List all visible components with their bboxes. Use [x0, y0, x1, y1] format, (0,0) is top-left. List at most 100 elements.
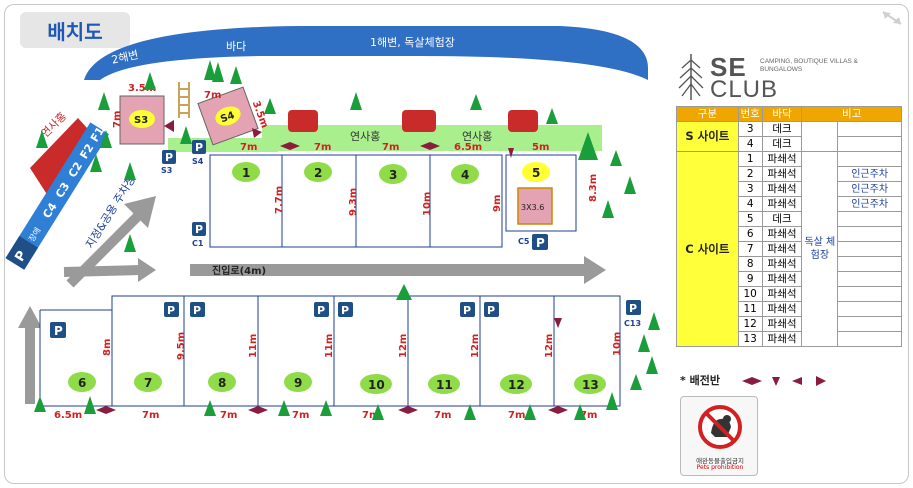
- page-title: 배치도: [20, 12, 130, 48]
- parking-marker-c1: P: [192, 222, 206, 236]
- parking-label-c13: C13: [624, 319, 641, 328]
- flower-patch-2: [402, 110, 436, 132]
- parking-marker-11: P: [460, 302, 475, 317]
- site-13-depth: 10m: [612, 332, 623, 356]
- site-s3-deck: [119, 95, 165, 145]
- site-6-number: 6: [78, 376, 86, 390]
- power-box-icon: [420, 142, 440, 150]
- brand-tagline: CAMPING, BOUTIQUE VILLAS & BUNGALOWS: [760, 58, 858, 73]
- site-s3-dim-top: 3.5m: [128, 83, 156, 94]
- power-box-icon: [398, 406, 418, 414]
- site-3-depth: 10m: [422, 192, 433, 216]
- site-11-depth: 12m: [470, 334, 481, 358]
- site-10-width: 7m: [362, 410, 379, 421]
- parking-marker-7: P: [164, 302, 179, 317]
- tree-icon: [204, 60, 216, 80]
- site-3-width: 7m: [382, 142, 399, 153]
- tree-icon: [606, 392, 618, 410]
- site-6-width: 6.5m: [54, 410, 82, 421]
- site-12-depth: 12m: [544, 334, 555, 358]
- flower-bed-left: [30, 118, 96, 196]
- site-7-width: 7m: [142, 410, 159, 421]
- site-13-number: 13: [582, 378, 599, 392]
- svg-text:P: P: [195, 141, 203, 154]
- road-label: 진입로(4m): [212, 264, 266, 277]
- tree-icon: [230, 66, 242, 84]
- site-12-number: 12: [508, 378, 525, 392]
- svg-text:P: P: [193, 304, 201, 317]
- tree-icon: [84, 396, 96, 414]
- beach1-label: 1해변, 독살체험장: [370, 35, 455, 49]
- site-6-depth: 8m: [102, 339, 113, 356]
- site-5-depth: 8.3m: [588, 174, 599, 202]
- tree-icon: [602, 200, 614, 218]
- site-7-depth: 9.5m: [176, 332, 187, 360]
- site-s4-deck: S4: [197, 86, 259, 146]
- site-s3-label: S3: [134, 115, 148, 126]
- parking-label-c5: C5: [518, 237, 530, 246]
- svg-text:P: P: [629, 302, 637, 315]
- power-box-icon: [548, 406, 568, 414]
- sea-label: 바다: [226, 40, 246, 53]
- table-row: S 사이트 3 데크: [676, 121, 902, 152]
- tree-icon: [546, 108, 558, 124]
- pets-sign-text-en: Pets prohibition: [696, 464, 744, 471]
- parking-marker-c5: P: [532, 234, 548, 250]
- parking-marker-12: P: [484, 302, 499, 317]
- svg-text:P: P: [165, 151, 173, 164]
- tree-icon: [144, 72, 156, 90]
- tree-icon: [180, 126, 192, 144]
- legend-header-note: 비고: [801, 106, 902, 122]
- site-5-number: 5: [532, 166, 540, 180]
- legend-category-s: S 사이트: [676, 121, 739, 152]
- power-legend: * 배전반: [680, 372, 834, 388]
- svg-text:P: P: [167, 304, 175, 317]
- brand-logo: SE CLUB CAMPING, BOUTIQUE VILLAS & BUNGA…: [676, 52, 876, 103]
- site-8-number: 8: [218, 376, 226, 390]
- tree-icon: [98, 92, 110, 110]
- tree-icon: [264, 98, 276, 114]
- svg-text:P: P: [341, 304, 349, 317]
- svg-text:P: P: [195, 223, 203, 236]
- expand-arrow-icon[interactable]: [881, 10, 903, 26]
- site-legend-table: 구분 번호 바닥 비고 S 사이트 3 데크 4 데크 C 사이트 1 파쇄석 …: [676, 106, 902, 347]
- flower-patch-3: [508, 110, 538, 132]
- site-1-number: 1: [242, 166, 250, 180]
- power-legend-label: * 배전반: [680, 374, 720, 387]
- site-3-number: 3: [389, 168, 397, 182]
- site-13-width: 7m: [580, 410, 597, 421]
- site-4-depth: 9m: [492, 195, 503, 212]
- entrance-road: [190, 264, 585, 276]
- tree-icon: [36, 130, 48, 148]
- site-9-number: 9: [294, 376, 302, 390]
- legend-category-c: C 사이트: [676, 151, 739, 347]
- tree-icon: [648, 312, 660, 330]
- tree-icon: [574, 404, 586, 420]
- stairs-icon: [178, 82, 190, 118]
- legend-header-number: 번호: [737, 106, 763, 122]
- site-s3-dim-side: 7m: [112, 111, 123, 128]
- site-2-depth: 9.3m: [348, 188, 359, 216]
- tree-icon: [204, 400, 216, 416]
- tree-icon: [212, 62, 224, 82]
- site-5-deck-size: 3X3.6: [521, 203, 544, 212]
- site-10-depth: 12m: [398, 334, 409, 358]
- site-2-width: 7m: [314, 142, 331, 153]
- arrow-horizontal-left: [63, 265, 141, 277]
- site-1-width: 7m: [240, 142, 257, 153]
- svg-text:P: P: [487, 304, 495, 317]
- tree-icon: [90, 154, 102, 172]
- site-2-number: 2: [314, 166, 322, 180]
- parking-strip: P 장애 C4 C3 C2 F2 F1: [5, 122, 109, 270]
- legend-c-note: 독살 체험장: [801, 151, 839, 347]
- svg-text:P: P: [54, 324, 63, 338]
- tree-icon: [638, 334, 650, 352]
- site-s4-dim-top: 7m: [204, 90, 221, 101]
- site-10-number: 10: [368, 378, 385, 392]
- parking-marker-c13: P: [626, 300, 641, 315]
